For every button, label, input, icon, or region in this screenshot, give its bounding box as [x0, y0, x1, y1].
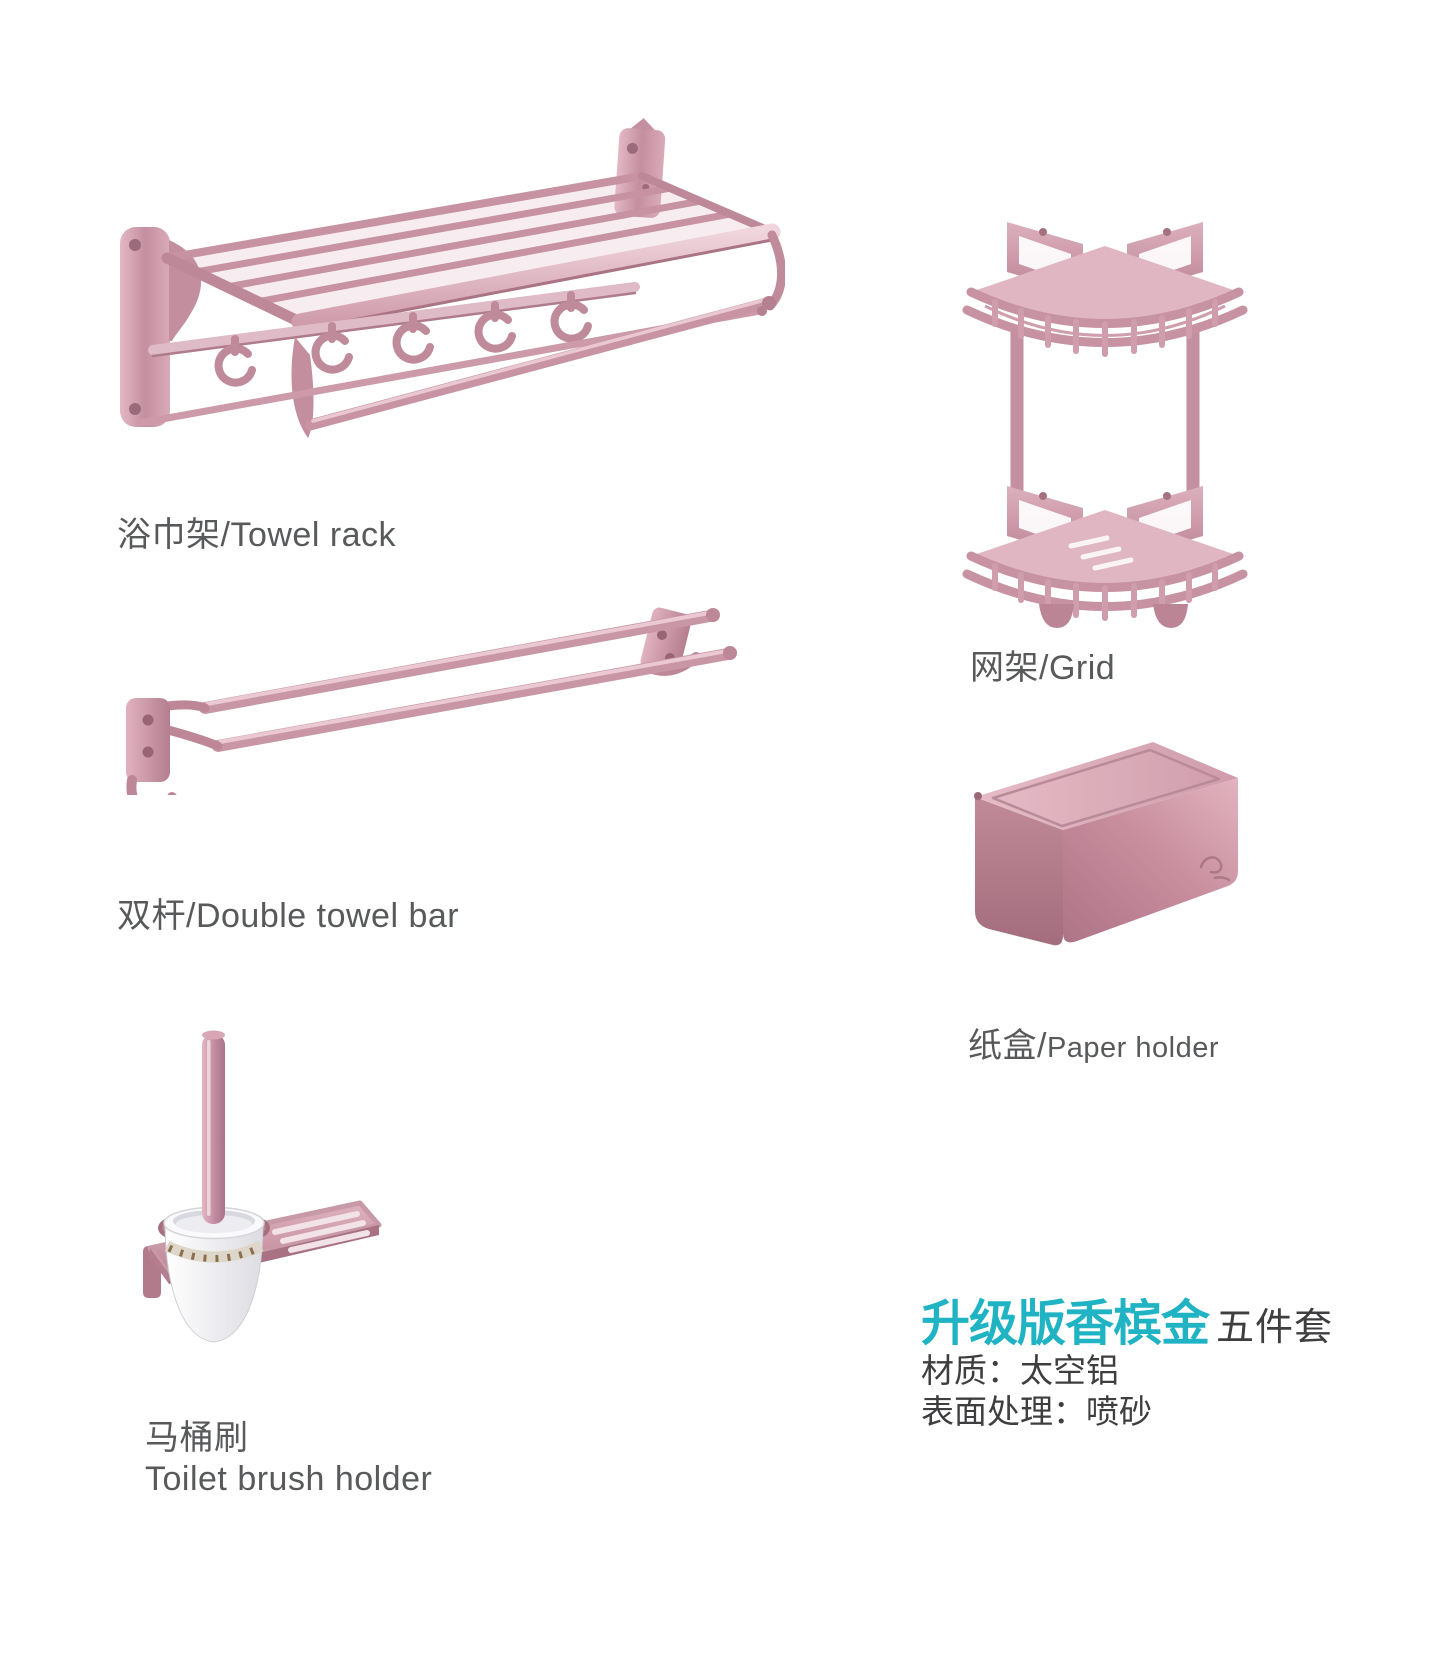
toilet-brush-image: [95, 1020, 395, 1360]
series-title-suffix: 五件套: [1216, 1307, 1334, 1349]
toilet-brush-label-zh: 马桶刷: [145, 1419, 249, 1457]
toilet-brush-label: 马桶刷 Toilet brush holder: [145, 1418, 432, 1501]
paper-holder-image: [965, 735, 1250, 960]
toilet-brush-icon: [143, 1030, 382, 1343]
material-line: 材质：太空铝: [921, 1352, 1119, 1389]
double-towel-bar-image: [110, 580, 745, 816]
towel-rack-image: [95, 115, 787, 460]
double-towel-bar-icon: [126, 607, 737, 816]
towel-rack-label: 浴巾架/Towel rack: [117, 516, 397, 554]
grid-shelf-icon: [962, 222, 1248, 628]
series-specs: 材质：太空铝 表面处理：喷砂: [921, 1350, 1152, 1432]
towel-rack-icon: [120, 118, 787, 438]
double-towel-bar-label: 双杆/Double towel bar: [117, 897, 460, 935]
paper-holder-icon: [974, 742, 1238, 946]
grid-shelf-image: [955, 212, 1255, 632]
series-title: 升级版香槟金 五件套: [921, 1284, 1333, 1355]
series-title-highlight: 升级版香槟金: [921, 1297, 1210, 1351]
grid-label: 网架/Grid: [970, 649, 1116, 687]
paper-holder-label: 纸盒/Paper holder: [968, 1026, 1219, 1066]
surface-line: 表面处理：喷砂: [921, 1393, 1152, 1430]
toilet-brush-label-en: Toilet brush holder: [145, 1460, 433, 1499]
paper-holder-label-en: Paper holder: [1046, 1032, 1220, 1064]
paper-holder-label-zh: 纸盒/: [968, 1027, 1047, 1065]
